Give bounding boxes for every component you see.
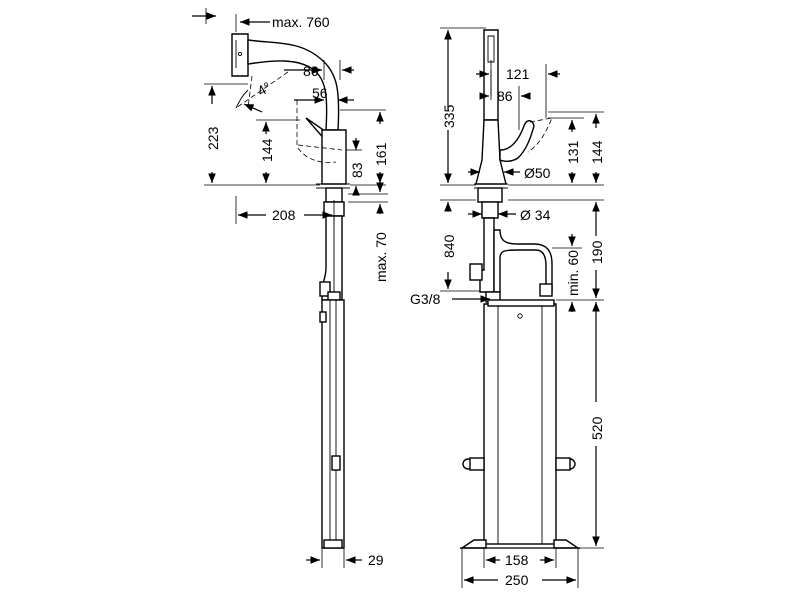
dim-max-reach: max. 760 bbox=[272, 14, 330, 30]
side-view: max. 760 86 56 4° 223 144 83 bbox=[192, 8, 389, 568]
front-view: 335 121 86 Ø50 131 144 Ø 34 bbox=[410, 27, 605, 588]
dim-body-height: 161 bbox=[373, 142, 389, 166]
dim-hole-diameter: Ø 34 bbox=[520, 207, 551, 223]
dim-min-clearance: min. 60 bbox=[565, 250, 581, 296]
dim-spout-outreach: 86 bbox=[303, 63, 319, 79]
front-hoses bbox=[479, 217, 495, 293]
dim-hose-width: 29 bbox=[368, 552, 384, 568]
dim-base-width: 250 bbox=[505, 572, 529, 588]
spray-head bbox=[231, 33, 249, 77]
mounting-box bbox=[483, 303, 557, 545]
dim-overall-projection: 208 bbox=[272, 207, 296, 223]
dim-hose-drop: 190 bbox=[589, 240, 605, 264]
dim-total-height: 335 bbox=[441, 104, 457, 128]
dim-box-height: 520 bbox=[589, 416, 605, 440]
dim-handle-offset: 56 bbox=[312, 85, 328, 101]
dim-head-width: 86 bbox=[497, 88, 513, 104]
dim-box-width: 158 bbox=[505, 552, 529, 568]
left-clamp bbox=[462, 457, 485, 471]
dim-hose-length: 840 bbox=[441, 234, 457, 258]
dim-spout-height: 223 bbox=[205, 126, 221, 150]
label-connection-thread: G3/8 bbox=[410, 291, 441, 307]
dim-angle: 4° bbox=[254, 79, 274, 100]
side-rail bbox=[321, 299, 345, 549]
dim-body-diameter: Ø50 bbox=[524, 165, 551, 181]
dim-handle-height-outer: 144 bbox=[589, 140, 605, 164]
front-handle bbox=[499, 120, 535, 163]
tap-body bbox=[321, 129, 347, 185]
dim-handle-height-right: 131 bbox=[565, 140, 581, 164]
dim-handle-height: 144 bbox=[259, 138, 275, 162]
dim-lever-height: 83 bbox=[349, 162, 365, 178]
dim-spout-width: 121 bbox=[506, 66, 530, 82]
dim-max-deck: max. 70 bbox=[373, 232, 389, 282]
right-clamp bbox=[555, 457, 576, 471]
